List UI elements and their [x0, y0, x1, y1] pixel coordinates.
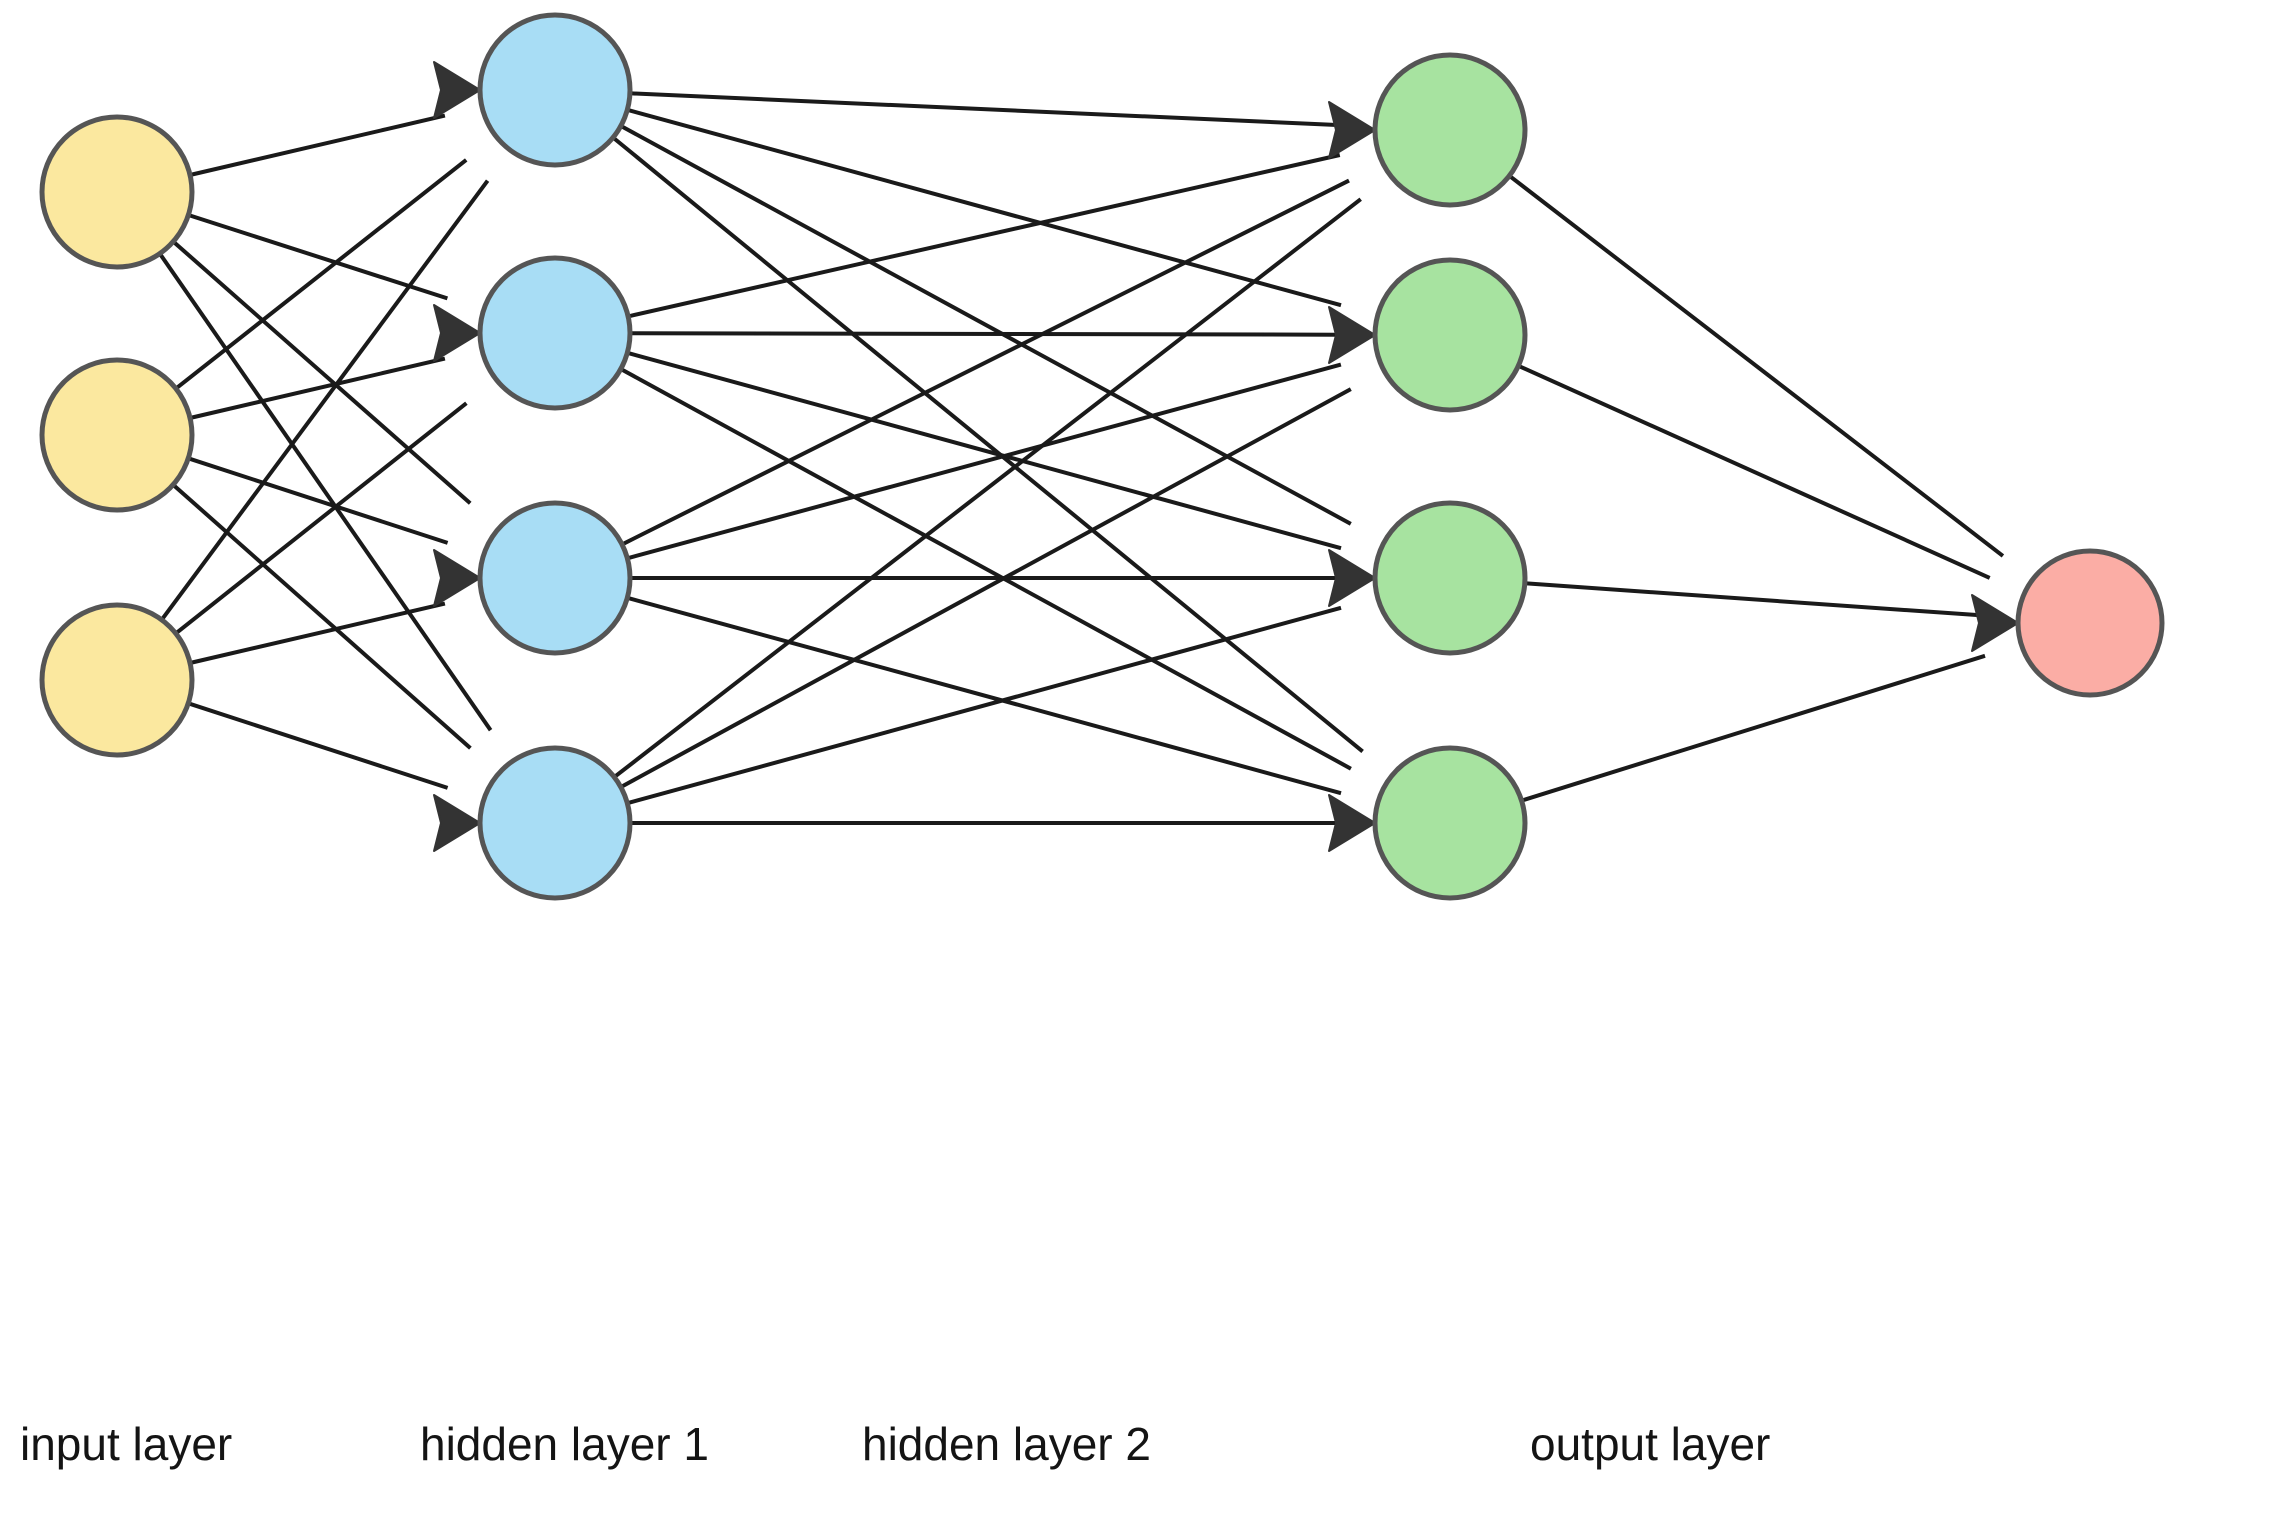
layer-label-hidden-2: hidden layer 2	[862, 1418, 1151, 1470]
edge-i2-to-h1_2	[189, 356, 446, 420]
neuron-h2_1[interactable]	[1372, 52, 1528, 208]
edge-h1_2-to-h2_3	[626, 350, 1342, 551]
edge-h2_4-to-o1	[1521, 653, 1986, 803]
neuron-i2[interactable]	[39, 357, 195, 513]
layer-labels-group: input layer hidden layer 1 hidden layer …	[20, 1418, 1770, 1470]
arrowhead-h2_2	[1328, 306, 1376, 364]
edge-i3-to-h1_2	[174, 401, 468, 635]
layer-label-hidden-1: hidden layer 1	[420, 1418, 709, 1470]
neuron-h1_2[interactable]	[477, 255, 633, 411]
edge-h1_3-to-h2_2	[626, 362, 1342, 561]
layer-label-input: input layer	[20, 1418, 232, 1470]
edge-i1-to-h1_4	[158, 252, 493, 732]
edge-h1_2-to-h2_2	[629, 331, 1338, 337]
edge-h1_4-to-h2_1	[613, 197, 1362, 779]
neuron-i3[interactable]	[39, 602, 195, 758]
neuron-h2_3[interactable]	[1372, 500, 1528, 656]
edge-h1_2-to-h2_4	[619, 367, 1352, 771]
edge-i2-to-h1_1	[174, 158, 468, 391]
edge-i3-to-h1_4	[187, 701, 449, 790]
edge-h2_3-to-o1	[1524, 581, 1981, 618]
neuron-h1_4[interactable]	[477, 745, 633, 901]
edge-i2-to-h1_3	[187, 456, 449, 545]
arrowheads-group	[433, 61, 2019, 852]
edge-h2_2-to-o1	[1517, 363, 1991, 580]
neuron-h2_4[interactable]	[1372, 745, 1528, 901]
edge-i3-to-h1_3	[189, 601, 446, 665]
arrowhead-h1_1	[433, 61, 481, 119]
neuron-h1_3[interactable]	[477, 500, 633, 656]
neuron-h1_1[interactable]	[477, 12, 633, 168]
edge-h1_1-to-h2_1	[629, 91, 1338, 127]
edges-group	[158, 91, 2005, 825]
arrowhead-h2_4	[1328, 794, 1376, 852]
edge-h1_4-to-h2_2	[619, 387, 1352, 789]
edge-i2-to-h1_4	[171, 483, 472, 750]
arrowhead-h1_4	[433, 794, 481, 852]
nodes-group	[39, 12, 2165, 901]
arrowhead-h2_3	[1328, 549, 1376, 607]
neuron-i1[interactable]	[39, 114, 195, 270]
arrowhead-h1_3	[433, 549, 481, 607]
edge-h2_1-to-o1	[1508, 174, 2005, 558]
neuron-o1[interactable]	[2015, 548, 2165, 698]
edge-i3-to-h1_1	[160, 179, 490, 621]
neuron-h2_2[interactable]	[1372, 257, 1528, 413]
edge-i1-to-h1_3	[171, 240, 472, 505]
edge-h1_3-to-h2_1	[621, 178, 1350, 547]
arrowhead-h1_2	[433, 304, 481, 362]
arrowhead-o1	[1971, 594, 2019, 652]
edge-h1_1-to-h2_4	[611, 135, 1364, 753]
edge-h1_2-to-h2_1	[627, 153, 1341, 319]
edge-h1_1-to-h2_2	[626, 107, 1342, 308]
edge-h1_4-to-h2_3	[626, 605, 1342, 806]
arrowhead-h2_1	[1328, 101, 1376, 159]
edge-i1-to-h1_1	[189, 113, 446, 177]
edge-h1_1-to-h2_3	[619, 124, 1352, 526]
layer-label-output: output layer	[1530, 1418, 1770, 1470]
edge-i1-to-h1_2	[187, 213, 449, 301]
edge-h1_3-to-h2_4	[626, 595, 1342, 796]
